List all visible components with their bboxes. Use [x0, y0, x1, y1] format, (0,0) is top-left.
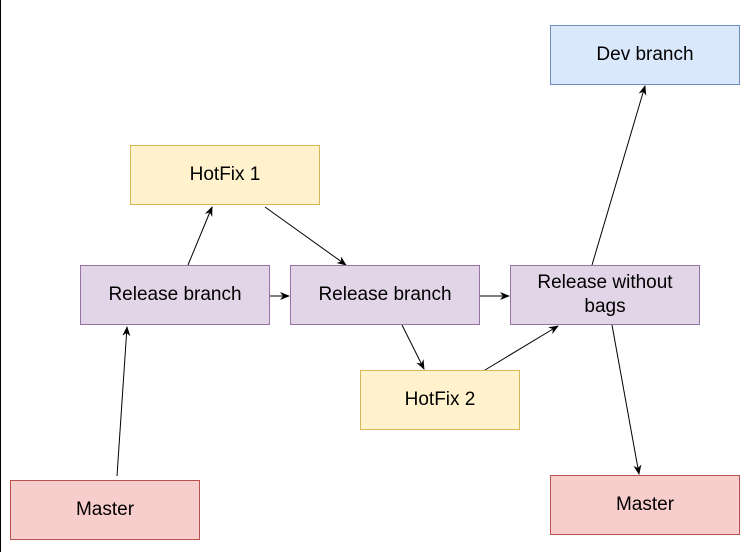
- node-master-2-label: Master: [615, 494, 675, 515]
- edge-release3-dev: [591, 85, 647, 266]
- node-hotfix-2[interactable]: HotFix 2: [360, 370, 520, 430]
- edge-release2-hotfix2: [401, 324, 425, 370]
- node-release-without-bags[interactable]: Release without bags: [510, 265, 700, 325]
- node-dev-branch-label: Dev branch: [596, 44, 694, 65]
- canvas-left-border: [0, 0, 1, 552]
- edge-master1-release1: [116, 326, 131, 477]
- edge-hotfix1-release2: [264, 206, 347, 266]
- edge-hotfix2-release3: [484, 325, 559, 371]
- node-hotfix-1[interactable]: HotFix 1: [130, 145, 320, 205]
- node-master-1[interactable]: Master: [10, 480, 200, 540]
- edge-release3-master2: [611, 324, 642, 475]
- node-dev-branch[interactable]: Dev branch: [550, 25, 740, 85]
- node-hotfix-2-label: HotFix 2: [404, 389, 476, 410]
- node-master-2[interactable]: Master: [550, 475, 740, 535]
- node-release-branch-2[interactable]: Release branch: [290, 265, 480, 325]
- edge-release1-hotfix1: [187, 206, 213, 266]
- node-release-branch-1[interactable]: Release branch: [80, 265, 270, 325]
- node-hotfix-1-label: HotFix 1: [189, 164, 261, 185]
- node-master-1-label: Master: [75, 499, 135, 520]
- node-release-branch-1-label: Release branch: [108, 284, 242, 305]
- node-release-without-bags-label: Release without bags: [537, 272, 673, 317]
- node-release-branch-2-label: Release branch: [318, 284, 452, 305]
